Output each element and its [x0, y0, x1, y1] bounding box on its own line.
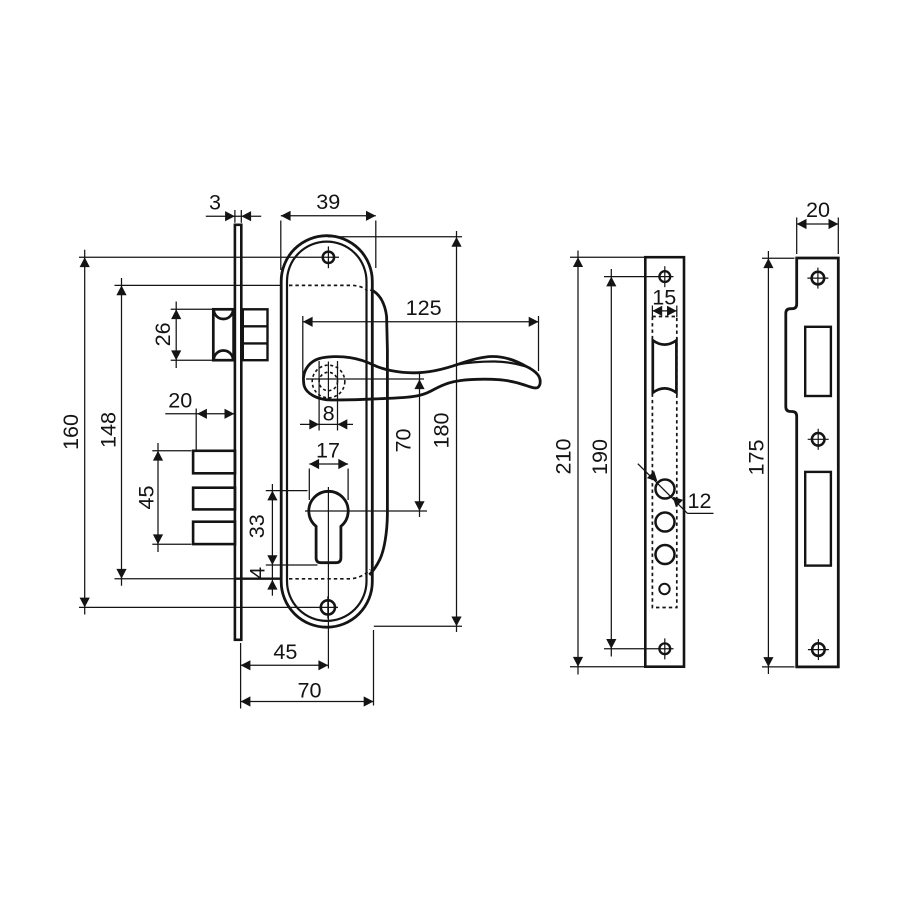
svg-text:70: 70 [297, 678, 321, 703]
svg-text:180: 180 [429, 412, 454, 448]
svg-text:210: 210 [550, 438, 575, 474]
svg-text:190: 190 [587, 439, 612, 475]
svg-text:70: 70 [391, 428, 416, 452]
svg-text:125: 125 [406, 295, 442, 320]
svg-text:175: 175 [744, 439, 769, 475]
svg-text:148: 148 [96, 412, 121, 448]
svg-text:20: 20 [168, 388, 192, 413]
svg-text:160: 160 [58, 414, 83, 450]
svg-text:12: 12 [687, 488, 711, 513]
svg-text:17: 17 [316, 438, 340, 463]
svg-text:26: 26 [150, 322, 175, 346]
svg-text:8: 8 [323, 401, 335, 426]
svg-text:39: 39 [316, 189, 340, 214]
svg-text:3: 3 [209, 190, 221, 215]
svg-text:4: 4 [245, 567, 270, 579]
svg-text:45: 45 [273, 639, 297, 664]
svg-text:20: 20 [806, 197, 830, 222]
svg-text:45: 45 [134, 485, 159, 509]
svg-text:15: 15 [652, 284, 676, 309]
svg-text:33: 33 [244, 514, 269, 538]
